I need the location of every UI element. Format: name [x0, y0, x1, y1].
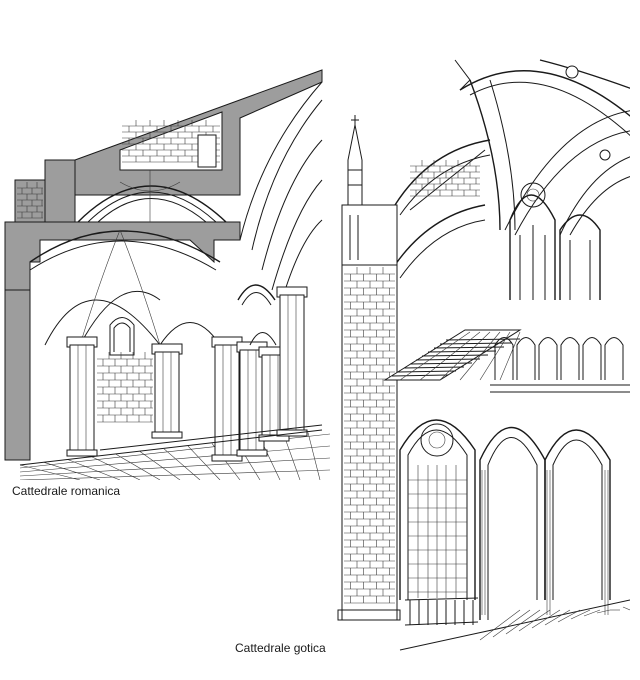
gothic-cathedral-drawing	[337, 59, 630, 651]
gothic-buttress-pier	[337, 264, 401, 621]
gothic-pinnacle	[341, 115, 398, 266]
gothic-nave-arcade	[479, 427, 611, 620]
gothic-floor	[399, 597, 630, 651]
gothic-triforium	[490, 337, 630, 393]
romanesque-columns	[66, 286, 308, 462]
gothic-main-vault	[454, 59, 630, 236]
romanesque-caption: Cattedrale romanica	[12, 484, 121, 498]
romanesque-vault-section	[4, 221, 241, 461]
gothic-aisle-window	[399, 419, 476, 600]
romanesque-cathedral-drawing	[4, 69, 330, 480]
gothic-caption: Cattedrale gotica	[235, 641, 326, 655]
romanesque-upper-vault	[77, 170, 227, 223]
gothic-aisle-roof	[383, 329, 522, 381]
romanesque-side-wall	[95, 317, 155, 430]
romanesque-roof-section	[74, 69, 323, 196]
gothic-clerestory	[509, 182, 601, 300]
romanesque-arcade	[237, 284, 277, 346]
romanesque-clerestory-wall	[14, 159, 76, 223]
romanesque-nave-ribs	[239, 81, 323, 301]
gothic-flying-buttresses	[394, 139, 491, 279]
